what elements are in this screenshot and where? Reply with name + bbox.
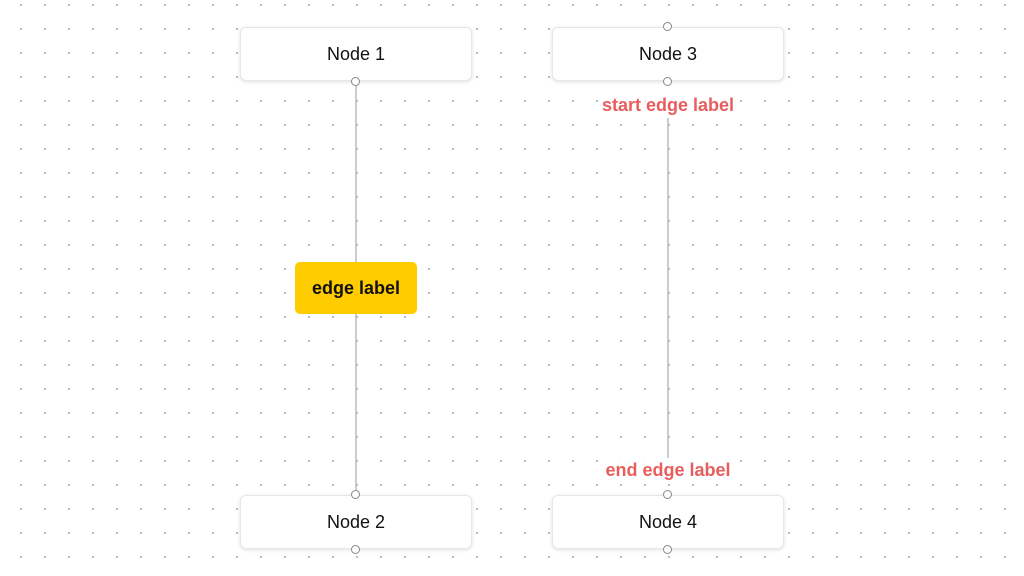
node-2-source-handle[interactable] (351, 545, 360, 554)
node-4-target-handle[interactable] (663, 490, 672, 499)
node-2-target-handle[interactable] (351, 490, 360, 499)
node-4-label: Node 4 (638, 511, 698, 532)
node-3-target-handle[interactable] (663, 22, 672, 31)
node-2-label: Node 2 (326, 511, 386, 532)
edge-label[interactable]: edge label (295, 262, 417, 314)
node-3[interactable]: Node 3 (552, 22, 784, 86)
edge-label-text: edge label (311, 277, 401, 298)
node-1-source-handle[interactable] (351, 77, 360, 86)
node-4-source-handle[interactable] (663, 545, 672, 554)
node-3-label: Node 3 (638, 43, 698, 64)
node-4[interactable]: Node 4 (552, 490, 784, 554)
node-1-label: Node 1 (326, 43, 386, 64)
node-1[interactable]: Node 1 (240, 27, 472, 86)
end-edge-label: end edge label (603, 460, 733, 481)
node-2[interactable]: Node 2 (240, 490, 472, 554)
start-edge-label: start edge label (599, 95, 737, 116)
node-3-source-handle[interactable] (663, 77, 672, 86)
